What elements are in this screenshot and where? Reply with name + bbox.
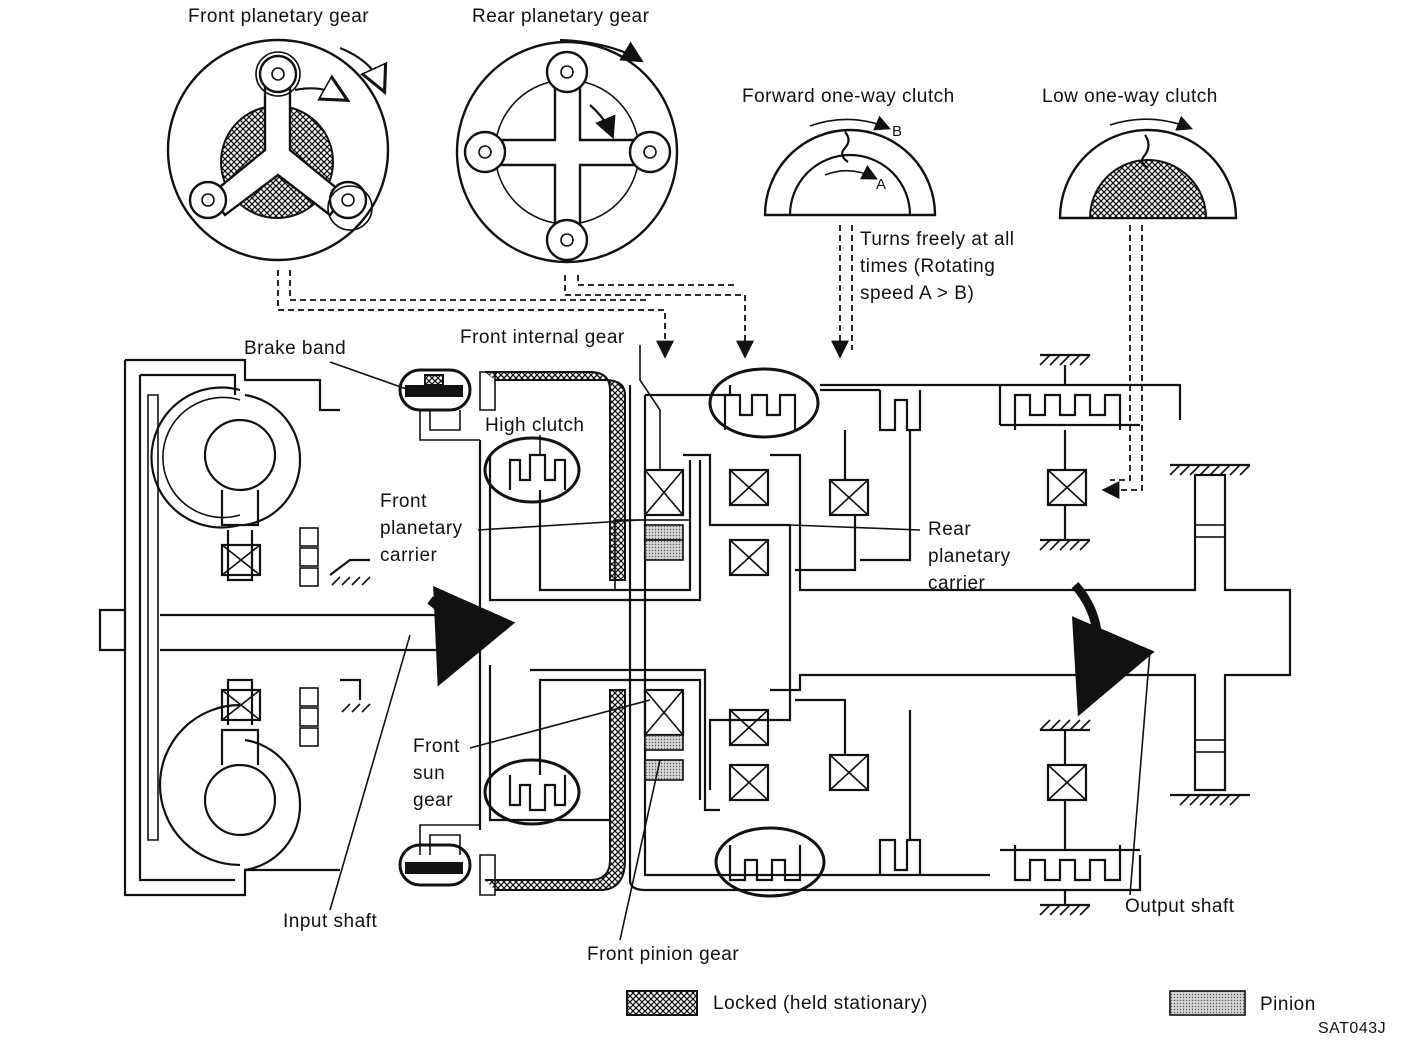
label-front-internal-gear: Front internal gear (460, 327, 625, 348)
label-turns-freely-3: speed A > B) (860, 283, 974, 304)
figure-code: SAT043J (1318, 1020, 1386, 1037)
label-front-planetary-carrier-2: planetary (380, 518, 463, 539)
leader-lines (329, 345, 1151, 941)
label-front-planetary-carrier-1: Front (380, 491, 427, 512)
label-turns-freely-2: times (Rotating (860, 256, 995, 277)
legend-pinion-swatch (1169, 990, 1246, 1016)
label-turns-freely-1: Turns freely at all (860, 229, 1015, 250)
dashed-connectors (277, 225, 1143, 499)
label-front-sun-gear-2: sun (413, 763, 445, 784)
legend-pinion-label: Pinion (1260, 994, 1316, 1015)
legend-locked-label: Locked (held stationary) (713, 993, 928, 1014)
label-front-planetary-gear: Front planetary gear (188, 6, 369, 27)
label-rear-planetary-carrier-2: planetary (928, 546, 1011, 567)
label-input-shaft: Input shaft (283, 911, 377, 932)
label-output-shaft: Output shaft (1125, 896, 1235, 917)
label-forward-one-way-clutch: Forward one-way clutch (742, 86, 955, 107)
label-rear-planetary-gear: Rear planetary gear (472, 6, 650, 27)
label-front-sun-gear-3: gear (413, 790, 453, 811)
label-front-sun-gear-1: Front (413, 736, 460, 757)
forward-one-way-clutch-figure (763, 115, 937, 217)
rear-planetary-set (708, 367, 1095, 898)
label-low-one-way-clutch: Low one-way clutch (1042, 86, 1218, 107)
low-clutch-output (1000, 353, 1292, 916)
label-rear-planetary-carrier-1: Rear (928, 519, 971, 540)
text-labels: Front planetary gear Rear planetary gear… (188, 6, 1386, 1037)
torque-converter (123, 358, 371, 897)
input-shaft (98, 585, 516, 687)
label-front-planetary-carrier-3: carrier (380, 545, 438, 566)
label-brake-band: Brake band (244, 338, 346, 359)
rear-planetary-gear-figure (455, 38, 679, 264)
front-planetary-set (614, 385, 1000, 892)
label-rear-planetary-carrier-3: carrier (928, 573, 986, 594)
low-one-way-clutch-figure (1058, 115, 1238, 220)
label-clutch-mark-a: A (876, 176, 887, 193)
label-clutch-mark-b: B (892, 123, 903, 140)
legend-locked-swatch (626, 990, 698, 1016)
label-front-pinion-gear: Front pinion gear (587, 944, 739, 965)
front-planetary-gear-figure (166, 38, 390, 262)
legend (626, 990, 1246, 1016)
label-high-clutch: High clutch (485, 415, 585, 436)
